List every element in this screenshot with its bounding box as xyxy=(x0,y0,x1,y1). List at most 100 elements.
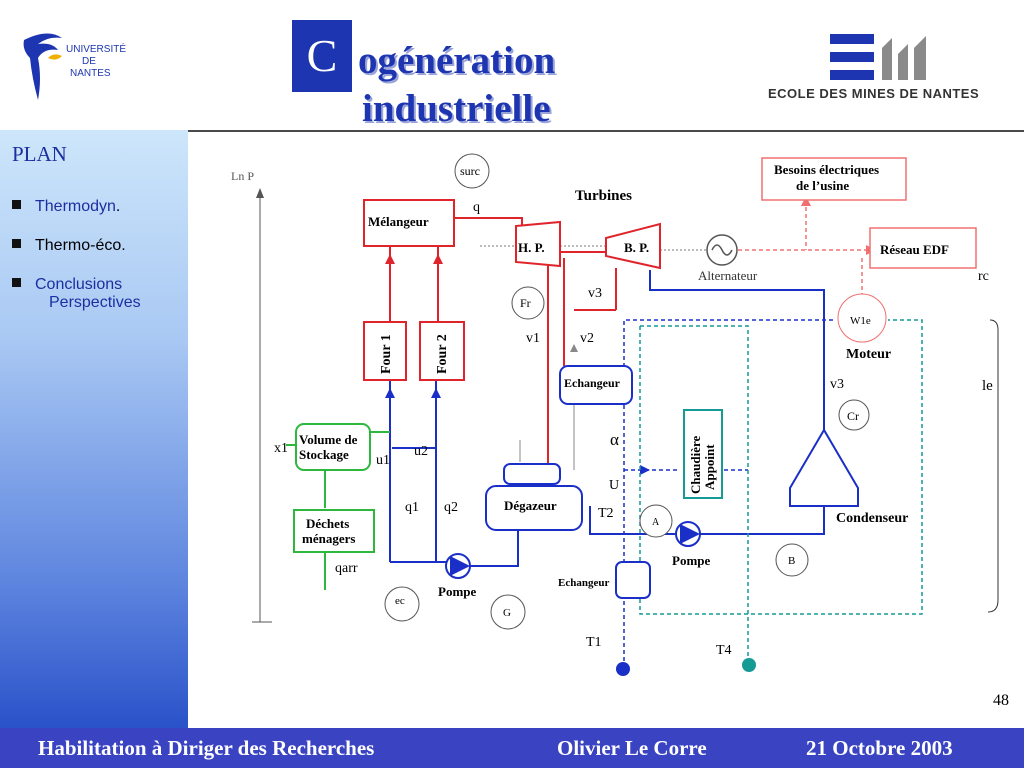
v2-label: v2 xyxy=(580,331,594,346)
green-circuit xyxy=(286,431,390,590)
title-line2: industrielle xyxy=(362,87,551,130)
q2-label: q2 xyxy=(444,500,458,515)
alternateur-label: Alternateur xyxy=(698,268,758,283)
title-initial: C xyxy=(306,30,338,81)
degazeur-top xyxy=(503,463,561,485)
square-bullet-icon xyxy=(12,200,21,210)
plan-item-thermo-eco[interactable]: Thermo-éco. xyxy=(12,237,126,255)
condenseur-label: Condenseur xyxy=(836,511,908,526)
dechets-label-2: ménagers xyxy=(302,531,355,546)
surc-node xyxy=(454,153,490,189)
dechets-menagers-box xyxy=(293,509,375,553)
t4-label: T4 xyxy=(716,643,732,658)
melangeur-label: Mélangeur xyxy=(368,214,429,229)
turbines-label: Turbines xyxy=(575,188,632,204)
footer-left: Habilitation à Diriger des Recherches xyxy=(38,736,375,760)
four2-box xyxy=(419,321,465,381)
t1-label: T1 xyxy=(586,635,602,650)
footer-right: 21 Octobre 2003 xyxy=(806,736,953,760)
condenseur xyxy=(789,428,859,507)
footer-center: Olivier Le Corre xyxy=(557,736,707,760)
page-number: 48 xyxy=(993,692,1009,709)
hp-label: H. P. xyxy=(518,240,545,255)
v3-label-a: v3 xyxy=(588,286,602,301)
plan-item-label-2: Perspectives xyxy=(49,294,141,311)
title-initial-box: C xyxy=(292,20,352,92)
cr-node xyxy=(838,399,870,431)
cogeneration-diagram: Ln P xyxy=(231,153,999,676)
v3-label-b: v3 xyxy=(830,377,844,392)
plan-item-label: Thermodyn xyxy=(35,198,116,215)
v1-label: v1 xyxy=(526,331,540,346)
echangeur1-label: Echangeur xyxy=(564,376,621,390)
b-label: B xyxy=(788,555,795,567)
slide-header: UNIVERSITÉ DE NANTES C ogénération indus… xyxy=(0,0,1024,130)
univ-line1: UNIVERSITÉ xyxy=(66,42,126,55)
echangeur2-box xyxy=(615,561,651,599)
plan-item-label: Thermo-éco. xyxy=(35,237,126,254)
plan-item-suffix: . xyxy=(115,198,121,215)
four1-label: Four 1 xyxy=(379,334,394,374)
plan-item-conclusions[interactable]: Conclusions Perspectives xyxy=(12,276,141,312)
emn-logo-mark xyxy=(830,34,926,80)
volume-label-2: Stockage xyxy=(299,447,349,462)
chaudiere-appoint-box xyxy=(683,409,723,499)
degazeur-label: Dégazeur xyxy=(504,498,557,513)
echangeur1-box xyxy=(559,365,633,405)
ec-label: ec xyxy=(395,595,405,607)
four2-label: Four 2 xyxy=(435,334,450,374)
volume-stockage-box xyxy=(295,423,371,471)
plan-item-label: Conclusions xyxy=(35,276,123,293)
blue-circuit xyxy=(389,270,825,567)
u2-label: u2 xyxy=(414,444,428,459)
universite-nantes-logo: UNIVERSITÉ DE NANTES xyxy=(23,33,126,100)
moteur-label: Moteur xyxy=(846,347,891,362)
melangeur-box xyxy=(363,199,455,247)
volume-label-1: Volume de xyxy=(299,432,358,447)
t4-endpoint xyxy=(742,658,756,672)
t1-endpoint xyxy=(616,662,630,676)
x1-label: x1 xyxy=(274,441,288,456)
besoins-label-1: Besoins électriques xyxy=(774,162,879,177)
surc-label: surc xyxy=(460,164,480,178)
red-circuit xyxy=(389,217,617,466)
hp-turbine xyxy=(515,220,561,268)
square-bullet-icon xyxy=(12,239,21,249)
chaudiere-label-2: Appoint xyxy=(702,444,717,490)
title-line1: ogénération xyxy=(358,39,556,82)
le-label: le xyxy=(982,378,993,394)
t2-label: T2 xyxy=(598,506,614,521)
reseau-label: Réseau EDF xyxy=(880,242,949,257)
q-label: q xyxy=(473,200,480,215)
plan-item-thermodyn[interactable]: Thermodyn. xyxy=(12,198,120,216)
sidebar xyxy=(0,130,188,728)
fr-label: Fr xyxy=(520,296,531,310)
w1e-label: W1e xyxy=(850,315,871,327)
pompe2-label: Pompe xyxy=(438,584,477,599)
ec-node xyxy=(384,586,420,622)
dechets-label-1: Déchets xyxy=(306,516,349,531)
besoins-label-2: de l’usine xyxy=(796,178,849,193)
cr-label: Cr xyxy=(847,409,859,423)
plan-title: PLAN xyxy=(12,142,67,166)
besoins-box xyxy=(761,157,907,201)
bp-label: B. P. xyxy=(624,240,649,255)
moteur-circle xyxy=(837,293,887,343)
bp-turbine xyxy=(605,222,661,270)
emn-logo-text: ECOLE DES MINES DE NANTES xyxy=(768,86,980,101)
qarr-label: qarr xyxy=(335,561,358,576)
chaudiere-label-1: Chaudière xyxy=(688,436,703,494)
degazeur-box xyxy=(485,485,583,531)
u-label: U xyxy=(609,478,619,493)
g-label: G xyxy=(503,607,511,619)
axis-label: Ln P xyxy=(231,169,254,183)
g-node xyxy=(490,594,526,630)
a-label: A xyxy=(652,517,660,528)
b-node xyxy=(775,543,809,577)
reseau-edf-box xyxy=(869,227,977,269)
q1-label: q1 xyxy=(405,500,419,515)
pompe1-label: Pompe xyxy=(672,553,711,568)
square-bullet-icon xyxy=(12,278,21,288)
univ-line2: DE xyxy=(82,56,96,67)
slide-footer: Habilitation à Diriger des Recherches Ol… xyxy=(0,728,1024,768)
